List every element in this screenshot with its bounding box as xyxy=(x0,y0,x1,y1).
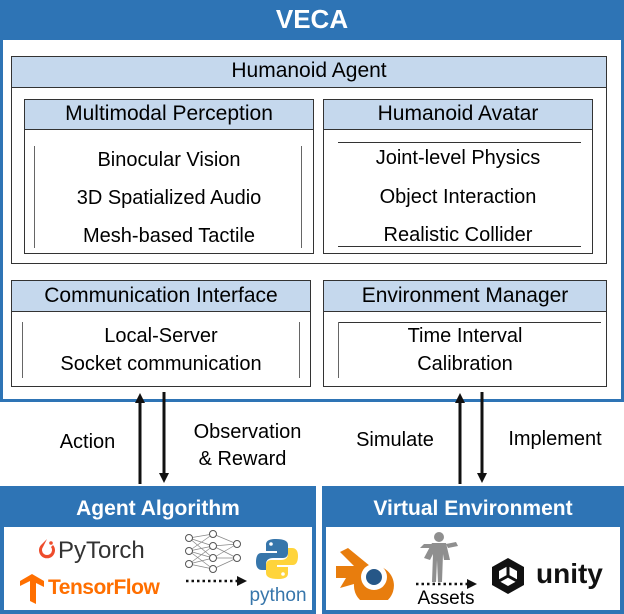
pytorch-logo-text: PyTorch xyxy=(58,537,145,564)
env-manager-header xyxy=(323,280,607,312)
communication-label: Communication Interface xyxy=(44,284,278,307)
tensorflow-logo-text: TensorFlow xyxy=(48,576,160,599)
env-manager-bar-top xyxy=(338,322,601,323)
communication-item: Socket communication xyxy=(60,353,262,375)
implement-label: Implement xyxy=(508,428,602,450)
avatar-item: Object Interaction xyxy=(379,186,537,208)
dotted-arrow-icon xyxy=(186,576,247,586)
avatar-label: Humanoid Avatar xyxy=(377,102,539,125)
neural-network-icon xyxy=(185,530,241,573)
env-manager-item: Calibration xyxy=(417,353,513,375)
communication-header xyxy=(11,280,311,312)
perception-item: 3D Spatialized Audio xyxy=(76,187,262,209)
agent-algorithm-label: Agent Algorithm xyxy=(76,497,240,520)
communication-item: Local-Server xyxy=(104,325,218,347)
perception-bar-right xyxy=(301,146,302,248)
humanoid-agent-label: Humanoid Agent xyxy=(231,59,387,82)
python-logo-text: python xyxy=(249,585,307,606)
env-manager-label: Environment Manager xyxy=(361,284,569,307)
veca-title: VECA xyxy=(275,4,349,34)
humanoid-agent-header xyxy=(11,56,607,88)
action-label: Action xyxy=(59,431,116,453)
avatar-item: Joint-level Physics xyxy=(375,147,541,169)
assets-label: Assets xyxy=(417,588,475,609)
avatar-bar-bottom xyxy=(338,246,581,247)
unity-logo-icon xyxy=(492,558,524,594)
pytorch-logo-icon xyxy=(39,539,55,559)
veca-header xyxy=(0,0,624,40)
virtual-environment-label: Virtual Environment xyxy=(373,497,573,520)
avatar-item: Realistic Collider xyxy=(383,224,533,246)
observation-label-line1: Observation xyxy=(193,421,302,443)
perception-item: Binocular Vision xyxy=(97,149,241,171)
blender-logo-icon xyxy=(336,548,394,600)
perception-label: Multimodal Perception xyxy=(65,102,273,125)
perception-bar-left xyxy=(34,146,35,248)
avatar-bar-top xyxy=(338,142,581,143)
python-logo-icon xyxy=(256,539,298,579)
communication-bar-left xyxy=(22,322,23,378)
env-manager-bar-left xyxy=(338,322,339,378)
avatar-header xyxy=(323,99,593,130)
perception-header xyxy=(24,99,314,130)
simulate-label: Simulate xyxy=(356,429,434,451)
perception-item: Mesh-based Tactile xyxy=(83,225,255,247)
communication-bar-right xyxy=(299,322,300,378)
tensorflow-logo-icon xyxy=(20,574,44,604)
env-manager-item: Time Interval xyxy=(407,325,523,347)
dotted-arrow-icon xyxy=(416,579,477,589)
observation-label-line2: & Reward xyxy=(198,448,287,470)
unity-logo-text: unity xyxy=(536,558,603,589)
humanoid-asset-icon xyxy=(420,532,458,582)
